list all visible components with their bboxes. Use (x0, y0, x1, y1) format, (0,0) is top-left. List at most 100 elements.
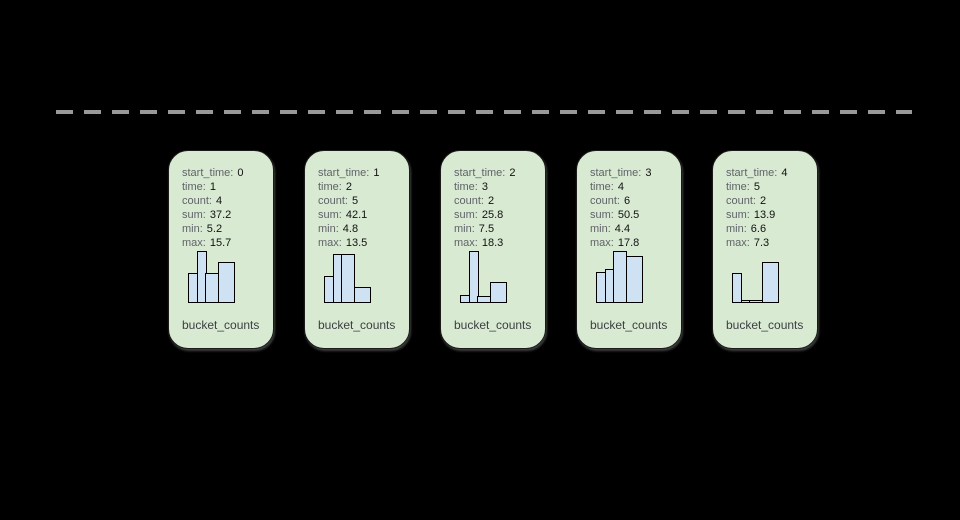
stat-label: time: (318, 181, 342, 193)
stat-label: start_time: (454, 167, 506, 179)
histogram-bar (761, 262, 779, 303)
stat-row: start_time:3 (590, 166, 673, 180)
stat-row: time:2 (318, 180, 401, 194)
stat-label: sum: (590, 209, 614, 221)
histogram-caption: bucket_counts (182, 318, 260, 332)
bucket-histogram (732, 251, 809, 303)
stat-row: max:18.3 (454, 236, 537, 250)
stat-row: max:15.7 (182, 236, 265, 250)
stat-value: 4 (781, 167, 788, 179)
stat-row: sum:25.8 (454, 208, 537, 222)
metric-card: start_time:1 time:2 count:5 sum:42.1 min… (304, 150, 410, 349)
stat-label: sum: (454, 209, 478, 221)
histogram-bar (489, 282, 507, 303)
stat-label: max: (454, 237, 478, 249)
stat-row: start_time:0 (182, 166, 265, 180)
metric-card: start_time:0 time:1 count:4 sum:37.2 min… (168, 150, 274, 349)
stat-label: min: (726, 223, 747, 235)
stat-value: 0 (237, 167, 244, 179)
stat-row: time:4 (590, 180, 673, 194)
cards-row: start_time:0 time:1 count:4 sum:37.2 min… (168, 150, 818, 349)
stat-value: 3 (481, 181, 488, 193)
stat-label: max: (590, 237, 614, 249)
stat-value: 1 (373, 167, 380, 179)
histogram-caption: bucket_counts (726, 318, 804, 332)
stat-value: 50.5 (617, 209, 640, 221)
stat-row: start_time:2 (454, 166, 537, 180)
stat-value: 7.3 (753, 237, 770, 249)
stat-row: time:1 (182, 180, 265, 194)
stat-row: sum:42.1 (318, 208, 401, 222)
histogram-caption: bucket_counts (590, 318, 668, 332)
stat-label: max: (318, 237, 342, 249)
stat-label: count: (318, 195, 348, 207)
histogram-bar (625, 256, 643, 303)
stat-value: 4 (617, 181, 624, 193)
stat-row: min:5.2 (182, 222, 265, 236)
stat-row: sum:13.9 (726, 208, 809, 222)
stat-label: start_time: (590, 167, 642, 179)
stat-row: max:17.8 (590, 236, 673, 250)
stat-value: 2 (759, 195, 767, 207)
stats-list: start_time:0 time:1 count:4 sum:37.2 min… (182, 166, 265, 250)
bucket-histogram (188, 251, 265, 303)
stat-label: count: (454, 195, 484, 207)
stat-value: 17.8 (617, 237, 640, 249)
metric-card: start_time:3 time:4 count:6 sum:50.5 min… (576, 150, 682, 349)
stat-label: max: (182, 237, 206, 249)
stat-label: sum: (182, 209, 206, 221)
stat-row: max:13.5 (318, 236, 401, 250)
stats-list: start_time:2 time:3 count:2 sum:25.8 min… (454, 166, 537, 250)
stat-value: 4.4 (614, 223, 631, 235)
stat-value: 7.5 (478, 223, 495, 235)
stat-label: time: (590, 181, 614, 193)
stat-value: 5 (753, 181, 760, 193)
stat-label: sum: (318, 209, 342, 221)
stat-label: min: (318, 223, 339, 235)
stat-label: count: (590, 195, 620, 207)
stat-row: sum:37.2 (182, 208, 265, 222)
stat-label: time: (726, 181, 750, 193)
stat-row: min:7.5 (454, 222, 537, 236)
stat-value: 4.8 (342, 223, 359, 235)
timeline-dashed-divider (56, 110, 912, 114)
stat-label: count: (726, 195, 756, 207)
stat-label: start_time: (182, 167, 234, 179)
stat-row: count:2 (454, 194, 537, 208)
stat-value: 1 (209, 181, 216, 193)
stats-list: start_time:1 time:2 count:5 sum:42.1 min… (318, 166, 401, 250)
stat-label: min: (590, 223, 611, 235)
stat-value: 2 (487, 195, 495, 207)
stat-row: start_time:1 (318, 166, 401, 180)
stat-label: time: (454, 181, 478, 193)
histogram-bar (732, 273, 742, 303)
stat-row: min:4.4 (590, 222, 673, 236)
stat-value: 6 (623, 195, 631, 207)
stat-label: time: (182, 181, 206, 193)
bucket-histogram (460, 251, 537, 303)
stat-row: max:7.3 (726, 236, 809, 250)
histogram-bar (217, 262, 235, 303)
stat-value: 37.2 (209, 209, 232, 221)
stat-label: sum: (726, 209, 750, 221)
bucket-histogram (324, 251, 401, 303)
stat-value: 6.6 (750, 223, 767, 235)
stat-value: 13.5 (345, 237, 368, 249)
stat-label: max: (726, 237, 750, 249)
bucket-histogram (596, 251, 673, 303)
stat-label: min: (182, 223, 203, 235)
stat-value: 4 (215, 195, 223, 207)
stat-row: count:5 (318, 194, 401, 208)
stat-row: min:4.8 (318, 222, 401, 236)
stat-row: start_time:4 (726, 166, 809, 180)
histogram-caption: bucket_counts (318, 318, 396, 332)
stat-label: start_time: (726, 167, 778, 179)
stat-value: 15.7 (209, 237, 232, 249)
metric-card: start_time:2 time:3 count:2 sum:25.8 min… (440, 150, 546, 349)
stat-label: count: (182, 195, 212, 207)
stat-row: time:3 (454, 180, 537, 194)
stat-row: min:6.6 (726, 222, 809, 236)
histogram-bar (341, 254, 355, 303)
stat-value: 25.8 (481, 209, 504, 221)
